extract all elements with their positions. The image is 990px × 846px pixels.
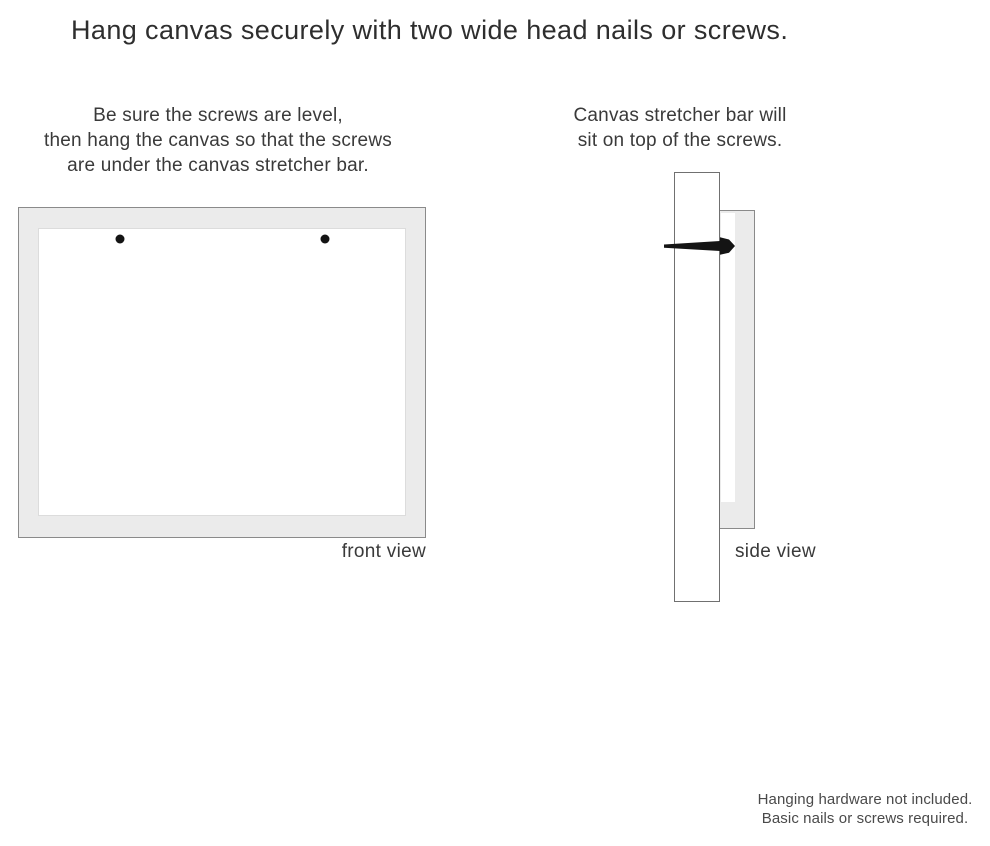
screw-dot-right bbox=[320, 234, 330, 244]
side-view-canvas-hollow bbox=[721, 213, 735, 502]
footnote-line: Basic nails or screws required. bbox=[761, 810, 969, 827]
footnote-line: Hanging hardware not included. bbox=[757, 791, 973, 808]
side-view-instructions: Canvas stretcher bar will sit on top of … bbox=[540, 103, 820, 153]
front-view-canvas-face bbox=[38, 228, 406, 516]
front-view-instructions: Be sure the screws are level, then hang … bbox=[10, 103, 426, 178]
screw-dot-left bbox=[115, 234, 125, 244]
front-view-label: front view bbox=[341, 541, 426, 562]
side-instruction-line: Canvas stretcher bar will bbox=[573, 105, 787, 126]
front-instruction-line: then hang the canvas so that the screws bbox=[44, 130, 392, 151]
front-view-canvas-frame bbox=[18, 207, 426, 538]
nail-icon bbox=[664, 237, 735, 255]
side-instruction-line: sit on top of the screws. bbox=[577, 130, 783, 151]
hardware-footnote: Hanging hardware not included. Basic nai… bbox=[745, 790, 985, 828]
side-view-canvas bbox=[719, 210, 755, 529]
front-instruction-line: Be sure the screws are level, bbox=[93, 105, 343, 126]
side-view-label: side view bbox=[735, 541, 816, 562]
page-title: Hang canvas securely with two wide head … bbox=[71, 15, 789, 45]
front-instruction-line: are under the canvas stretcher bar. bbox=[67, 155, 369, 176]
